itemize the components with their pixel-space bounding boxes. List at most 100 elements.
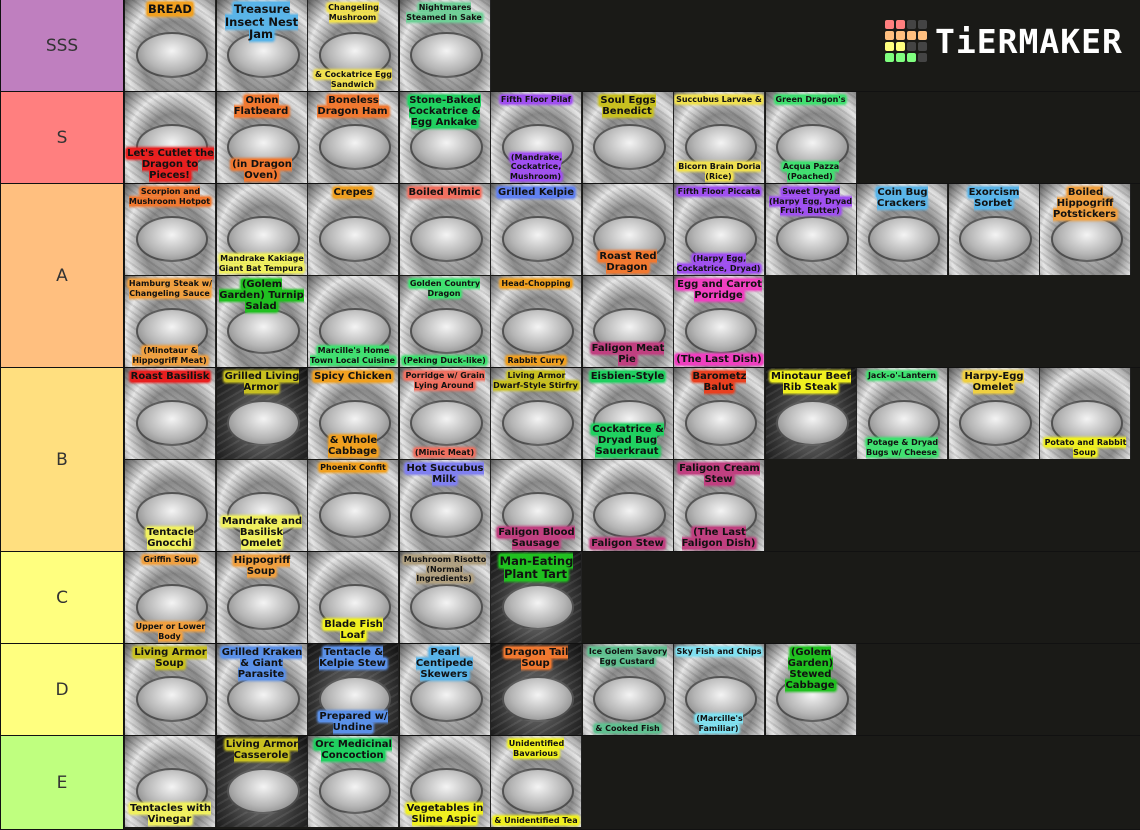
tier-item[interactable]: Roast Basilisk <box>125 368 216 459</box>
tier-item[interactable]: Blade Fish Loaf <box>308 552 399 643</box>
tier-item[interactable]: Man-Eating Plant Tart <box>491 552 582 643</box>
tier-item[interactable]: Ice Golem Savory Egg Custard& Cooked Fis… <box>582 644 674 735</box>
tier-item[interactable]: Boiled Mimic <box>399 184 491 275</box>
tier-item[interactable]: Pearl Centipede Skewers <box>399 644 491 735</box>
tier-item[interactable]: Sweet Dryad (Harpy Egg, Dryad Fruit, But… <box>765 184 857 275</box>
item-caption-bot: Upper or Lower Body <box>134 622 206 641</box>
tier-item[interactable]: Boiled Hippogriff Potstickers <box>1040 184 1131 275</box>
tier-row-d: D Living Armor Soup Grilled Kraken & Giant… <box>0 644 1140 736</box>
tier-item[interactable]: Onion Flatbeard(in Dragon Oven) <box>216 92 308 183</box>
tier-item[interactable]: Scorpion and Mushroom Hotpot <box>125 184 216 275</box>
tiermaker-logo[interactable]: TiERMAKER <box>885 20 1123 62</box>
tier-item[interactable]: Harpy-Egg Omelet <box>948 368 1040 459</box>
tier-item[interactable]: Let's Cutlet the Dragon to Pieces! <box>125 92 216 183</box>
item-caption-top: Sky Fish and Chips <box>675 647 763 656</box>
tier-item[interactable]: Dragon Tail Soup <box>491 644 582 735</box>
item-caption-top: Unidentified Bavarious <box>507 739 565 758</box>
tier-label[interactable]: B <box>0 368 124 551</box>
item-caption-bot: Rabbit Curry <box>506 355 566 365</box>
tier-item[interactable]: Succubus Larvae &Bicorn Brain Doria (Ric… <box>674 92 765 183</box>
tier-item[interactable]: Fifth Floor Piccata(Harpy Egg, Cockatric… <box>674 184 765 275</box>
tier-item[interactable]: Faligon Stew <box>582 460 674 551</box>
tier-item[interactable]: Minotaur Beef Rib Steak <box>765 368 857 459</box>
item-caption-top: Griffin Soup <box>142 555 198 564</box>
tier-item[interactable]: Egg and Carrot Porridge(The Last Dish) <box>674 276 765 367</box>
tier-item[interactable]: Faligon Blood Sausage <box>491 460 582 551</box>
tier-item[interactable]: (Golem Garden) Turnip Salad <box>216 276 308 367</box>
item-caption-bot: Mandrake and Basilisk Omelet <box>220 516 303 549</box>
tier-item[interactable]: Golden Country Dragon(Peking Duck-like) <box>399 276 491 367</box>
tier-label[interactable]: SSS <box>0 0 124 91</box>
item-caption-bot: Prepared w/ Undine <box>318 711 388 733</box>
tier-item[interactable]: Vegetables in Slime Aspic <box>399 736 491 827</box>
tier-item[interactable]: Changeling Mushroom& Cockatrice Egg Sand… <box>308 0 399 91</box>
tier-label[interactable]: E <box>0 736 124 829</box>
tier-item[interactable]: Mandrake and Basilisk Omelet <box>216 460 308 551</box>
tier-item[interactable]: Unidentified Bavarious & Unidentified Tea <box>491 736 582 827</box>
tier-item[interactable]: Roast Red Dragon <box>582 184 674 275</box>
tier-item[interactable]: Nightmares Steamed in Sake <box>399 0 491 91</box>
item-caption-top: Living Armor Soup <box>133 647 207 669</box>
logo-grid-icon <box>885 20 927 62</box>
tier-item[interactable]: Hippogriff Soup <box>216 552 308 643</box>
tier-item[interactable]: Sky Fish and Chips(Marcille's Familiar) <box>674 644 765 735</box>
logo-grid-cell <box>885 42 894 51</box>
tier-item[interactable]: Exorcism Sorbet <box>948 184 1040 275</box>
tier-label[interactable]: S <box>0 92 124 183</box>
item-caption-top: Sweet Dryad (Harpy Egg, Dryad Fruit, But… <box>768 187 853 215</box>
tier-item[interactable]: Tentacles with Vinegar <box>125 736 216 827</box>
tier-item[interactable]: Orc Medicinal Concoction <box>308 736 399 827</box>
tier-item[interactable]: Potato and Rabbit Soup <box>1040 368 1131 459</box>
tier-item[interactable]: Fifth Floor Pilaf(Mandrake, Cockatrice, … <box>491 92 582 183</box>
tier-item[interactable]: Porridge w/ Grain Lying Around(Mimic Mea… <box>399 368 491 459</box>
item-caption-top: Hot Succubus Milk <box>405 463 484 485</box>
tier-item[interactable]: Stone-Baked Cockatrice & Egg Ankake <box>399 92 491 183</box>
tier-item[interactable]: Living Armor Soup <box>125 644 216 735</box>
tier-item[interactable]: Boneless Dragon Ham <box>308 92 399 183</box>
tier-item[interactable]: Phoenix Confit <box>308 460 399 551</box>
tier-item[interactable]: Mandrake Kakiage Giant Bat Tempura <box>216 184 308 275</box>
tier-item[interactable]: Grilled Kraken & Giant Parasite <box>216 644 308 735</box>
item-caption-bot: (Mimic Meat) <box>413 447 476 457</box>
tier-item[interactable]: Marcille's Home Town Local Cuisine <box>308 276 399 367</box>
tier-item[interactable]: Spicy Chicken& Whole Cabbage <box>308 368 399 459</box>
item-caption-bot: (The Last Faligon Dish) <box>681 527 757 549</box>
logo-grid-cell <box>918 53 927 62</box>
tier-item[interactable]: Barometz Balut <box>674 368 765 459</box>
item-caption-bot: & Unidentified Tea <box>493 815 579 825</box>
item-caption-top: Soul Eggs Benedict <box>599 95 656 117</box>
tier-item[interactable]: Mushroom Risotto (Normal Ingredients) <box>399 552 491 643</box>
tier-item[interactable]: Hamburg Steak w/ Changeling Sauce(Minota… <box>125 276 216 367</box>
item-caption-top: Spicy Chicken <box>313 371 393 382</box>
tier-item[interactable]: (Golem Garden) Stewed Cabbage <box>765 644 857 735</box>
item-caption-top: Grilled Kraken & Giant Parasite <box>220 647 303 680</box>
tier-item[interactable]: Living Armor Dwarf-Style Stirfry <box>491 368 582 459</box>
tier-label[interactable]: A <box>0 184 124 367</box>
tier-item[interactable]: Faligon Cream Stew(The Last Faligon Dish… <box>674 460 765 551</box>
tier-item[interactable]: Crepes <box>308 184 399 275</box>
item-caption-top: Nightmares Steamed in Sake <box>406 3 483 22</box>
tier-item[interactable]: Grilled Kelpie <box>491 184 582 275</box>
tier-item[interactable]: Tentacle Gnocchi <box>125 460 216 551</box>
tier-item[interactable]: BREAD <box>125 0 216 91</box>
tier-label[interactable]: D <box>0 644 124 735</box>
item-caption-bot: (Minotaur & Hippogriff Meat) <box>132 346 208 365</box>
item-caption-bot: (Harpy Egg, Cockatrice, Dryad) <box>676 254 762 273</box>
tier-item[interactable]: Living Armor Casserole <box>216 736 308 827</box>
logo-grid-cell <box>918 42 927 51</box>
logo-grid-cell <box>896 53 905 62</box>
tier-item[interactable]: Treasure Insect Nest Jam <box>216 0 308 91</box>
tier-item[interactable]: Coin Bug Crackers <box>857 184 948 275</box>
tier-item[interactable]: Grilled Living Armor <box>216 368 308 459</box>
tier-label[interactable]: C <box>0 552 124 643</box>
tier-item[interactable]: Hot Succubus Milk <box>399 460 491 551</box>
tier-item[interactable]: Faligon Meat Pie <box>582 276 674 367</box>
tier-item[interactable]: Soul Eggs Benedict <box>582 92 674 183</box>
